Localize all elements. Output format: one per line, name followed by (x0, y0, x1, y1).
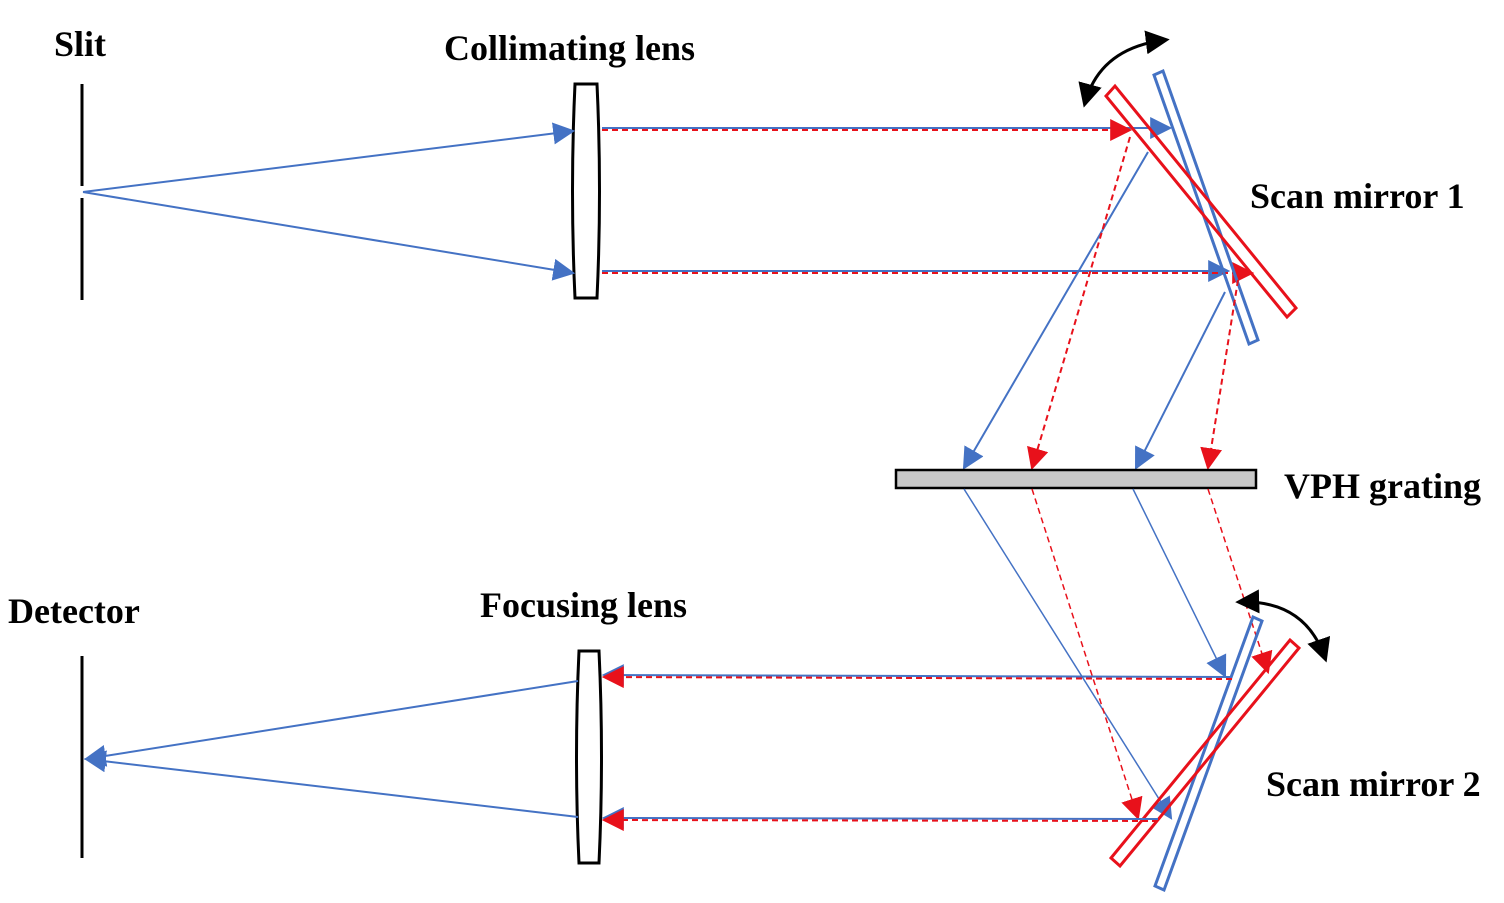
focusing-lens-label: Focusing lens (480, 585, 688, 625)
mirror2-to-lens-beams (601, 664, 1233, 832)
collimating-lens (571, 82, 601, 300)
detector-label: Detector (8, 591, 140, 631)
rotation-arrow-2 (1235, 589, 1331, 663)
rotation-arrow-1 (1078, 30, 1170, 108)
slit-to-lens-rays (82, 122, 576, 281)
lens-to-detector-rays (83, 680, 579, 818)
slit-label: Slit (54, 24, 107, 64)
collimating-lens-label: Collimating lens (444, 28, 696, 68)
grating-to-mirror2-rays (963, 488, 1273, 821)
scan-mirror-1-label: Scan mirror 1 (1250, 176, 1465, 216)
collimated-beams (602, 117, 1255, 284)
scan-mirror-2-label: Scan mirror 2 (1266, 764, 1481, 804)
scan-mirror-2 (1108, 614, 1302, 893)
focusing-lens (575, 649, 603, 865)
vph-grating-label: VPH grating (1284, 466, 1481, 506)
mirror1-to-grating-rays (962, 136, 1239, 471)
vph-grating (894, 468, 1258, 490)
